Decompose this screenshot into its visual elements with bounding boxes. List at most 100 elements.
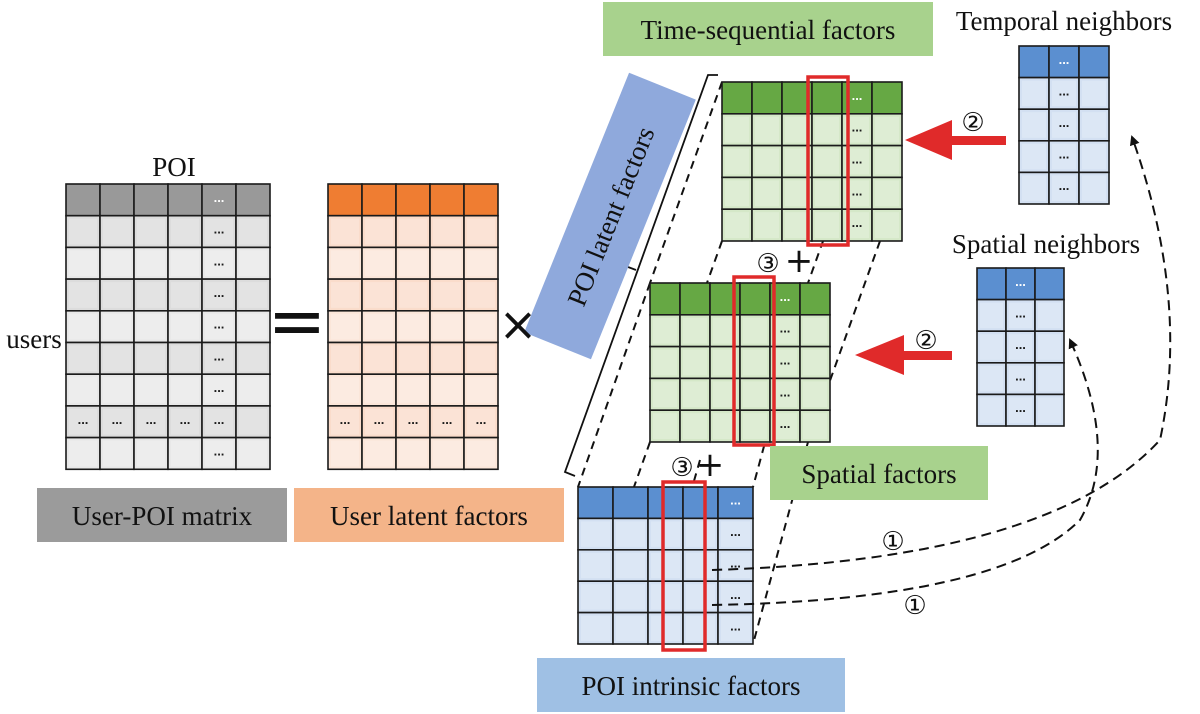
matrix-cell-shade (239, 218, 267, 245)
matrix-cell-shade (725, 116, 749, 143)
matrix-cell (235, 214, 271, 249)
step2-marker-temporal: ② (961, 108, 984, 138)
matrix-cell-shade (581, 521, 610, 547)
matrix-cell-shade (725, 148, 749, 175)
highlight-column-time (806, 75, 850, 247)
ellipsis-marker: ... (214, 317, 225, 332)
matrix-cell (976, 361, 1007, 396)
matrix-cell-shade (1009, 397, 1032, 423)
matrix-cell-shade (103, 345, 131, 372)
ellipsis-marker: ... (780, 416, 791, 431)
matrix-cell-shade (239, 377, 267, 403)
matrix-cell-shade (1082, 112, 1106, 138)
matrix-cell-shade (467, 377, 495, 403)
matrix-header-cell (682, 486, 719, 520)
ellipsis-marker: ... (780, 321, 791, 336)
matrix-cell-shade (467, 408, 495, 435)
equals-sign: = (268, 280, 327, 362)
matrix-header-cell (1078, 45, 1110, 79)
matrix-cell-shade (205, 282, 233, 308)
user-latent-factors-label: User latent factors (330, 501, 528, 531)
user-poi-matrix-label-bg (37, 488, 287, 542)
matrix-cell-shade (1009, 365, 1032, 392)
bracket-tick (627, 266, 637, 271)
matrix-cell (649, 377, 681, 411)
matrix-cell (1034, 361, 1065, 396)
matrix-cell-shade (137, 345, 165, 372)
matrix-cell-shade (1038, 302, 1061, 329)
time-sequential-factors-matrix: ............... (721, 81, 903, 242)
matrix-cell-shade (743, 317, 767, 344)
matrix-cell (463, 278, 499, 312)
matrix-cell-shade (137, 218, 165, 245)
matrix-cell-shade (683, 413, 707, 439)
matrix-cell (167, 436, 203, 471)
matrix-cell (463, 405, 499, 439)
matrix-cell-shade (773, 317, 797, 344)
matrix-cell-shade (773, 349, 797, 376)
ellipsis-marker: ... (780, 289, 791, 304)
matrix-cell-shade (205, 377, 233, 403)
matrix-cell-shade (1022, 80, 1046, 107)
ellipsis-marker: ... (180, 412, 191, 427)
matrix-cell (717, 580, 754, 614)
matrix-cell-shade (331, 408, 359, 435)
ellipsis-marker: ... (730, 524, 741, 539)
matrix-cell-shade (467, 250, 495, 277)
matrix-cell (682, 517, 719, 551)
matrix-cell-shade (205, 345, 233, 372)
users-axis-label: users (6, 324, 62, 354)
matrix-cell-shade (171, 345, 199, 372)
ellipsis-marker: ... (852, 88, 863, 103)
matrix-cell-shade (69, 218, 97, 245)
matrix-cell-shade (1022, 143, 1046, 170)
ellipsis-marker: ... (214, 412, 225, 427)
ellipsis-marker: ... (112, 412, 123, 427)
matrix-cell-shade (785, 212, 809, 238)
matrix-cell-shade (651, 584, 680, 610)
matrix-cell-shade (137, 282, 165, 308)
matrix-cell-shade (399, 218, 427, 245)
matrix-cell-shade (239, 313, 267, 340)
matrix-cell (65, 309, 101, 344)
matrix-cell-shade (171, 440, 199, 467)
poi-intrinsic-label: POI intrinsic factors (582, 671, 801, 701)
matrix-cell (235, 341, 271, 376)
ellipsis-marker: ... (730, 556, 741, 571)
matrix-cell-shade (239, 440, 267, 467)
step3-marker-lower: ③ (670, 453, 693, 483)
ellipsis-marker: ... (1059, 52, 1070, 67)
matrix-cell-shade (103, 250, 131, 277)
matrix-cell-shade (581, 552, 610, 579)
matrix-cell (65, 436, 101, 471)
matrix-cell (65, 214, 101, 249)
ellipsis-marker: ... (1015, 400, 1026, 415)
matrix-cell-shade (433, 250, 461, 277)
matrix-header-cell (201, 183, 237, 217)
matrix-cell (1005, 393, 1036, 427)
matrix-cell-shade (331, 345, 359, 372)
matrix-cell-shade (69, 408, 97, 435)
matrix-cell-shade (651, 615, 680, 641)
matrix-header-cell (871, 81, 903, 115)
matrix-cell (201, 341, 237, 376)
matrix-cell-shade (1038, 397, 1061, 423)
red-arrow-spatial (855, 335, 952, 375)
matrix-cell (133, 278, 169, 312)
matrix-cell (811, 208, 843, 242)
matrix-cell-shade (1082, 80, 1106, 107)
matrix-cell-shade (399, 377, 427, 403)
matrix-cell (799, 345, 831, 380)
matrix-cell (99, 436, 135, 471)
matrix-cell (871, 176, 903, 210)
matrix-cell (717, 548, 754, 582)
plus-sign-lower: + (696, 445, 725, 485)
matrix-cell-shade (331, 377, 359, 403)
highlight-column-spatial (732, 275, 776, 447)
matrix-cell-shade (467, 282, 495, 308)
matrix-cell-shade (205, 313, 233, 340)
ellipsis-marker: ... (214, 348, 225, 363)
matrix-cell-shade (433, 440, 461, 467)
matrix-header-cell (717, 486, 754, 520)
matrix-cell-shade (616, 584, 645, 610)
